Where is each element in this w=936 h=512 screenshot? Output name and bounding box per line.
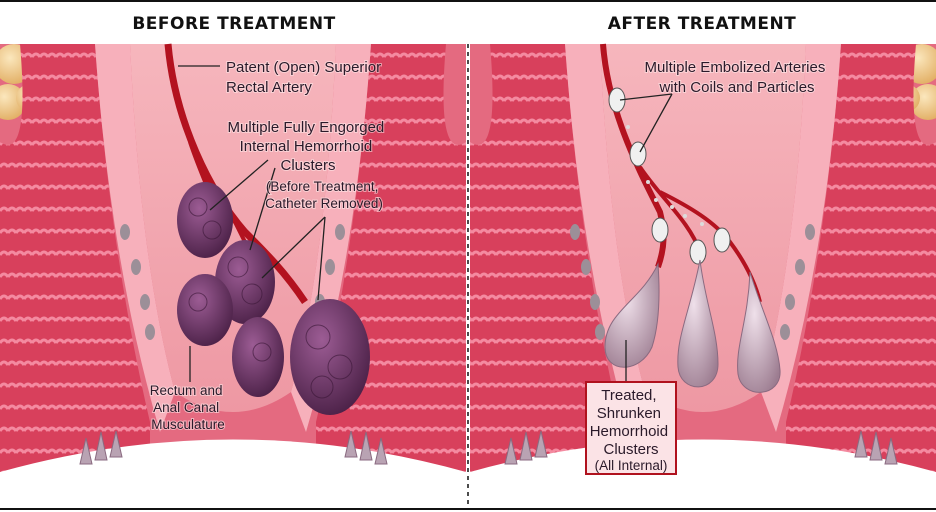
shrunken-hemorrhoid-clusters [604, 259, 781, 393]
outer-muscle-left [0, 44, 150, 484]
label-engorged-clusters: Multiple Fully Engorged Internal Hemorrh… [228, 119, 389, 174]
label-patent-artery: Patent (Open) Superior Rectal Artery [226, 59, 385, 96]
label-embolized-arteries: Multiple Embolized Arteries with Coils a… [644, 59, 829, 96]
treated-callout-box [585, 381, 677, 475]
after-treatment-title: AFTER TREATMENT [607, 14, 797, 34]
after-panel: Multiple Embolized Arteries with Coils a… [470, 43, 936, 484]
before-panel: Patent (Open) Superior Rectal Artery Mul… [0, 43, 466, 484]
leader-lines-after [619, 93, 673, 384]
before-treatment-title: BEFORE TREATMENT [132, 14, 336, 34]
label-engorged-note: (Before Treatment, Catheter Removed) [265, 179, 383, 211]
anal-glands-after [570, 224, 815, 340]
anal-folds-before [79, 430, 388, 465]
label-musculature: Rectum and Anal Canal Musculature [150, 383, 227, 432]
leader-lines-before [178, 65, 326, 382]
label-treated-clusters: Treated, Shrunken Hemorrhoid Clusters [590, 387, 673, 458]
engorged-hemorrhoid-clusters [177, 182, 370, 415]
anal-folds-after [504, 430, 898, 465]
label-treated-note: (All Internal) [595, 458, 668, 473]
